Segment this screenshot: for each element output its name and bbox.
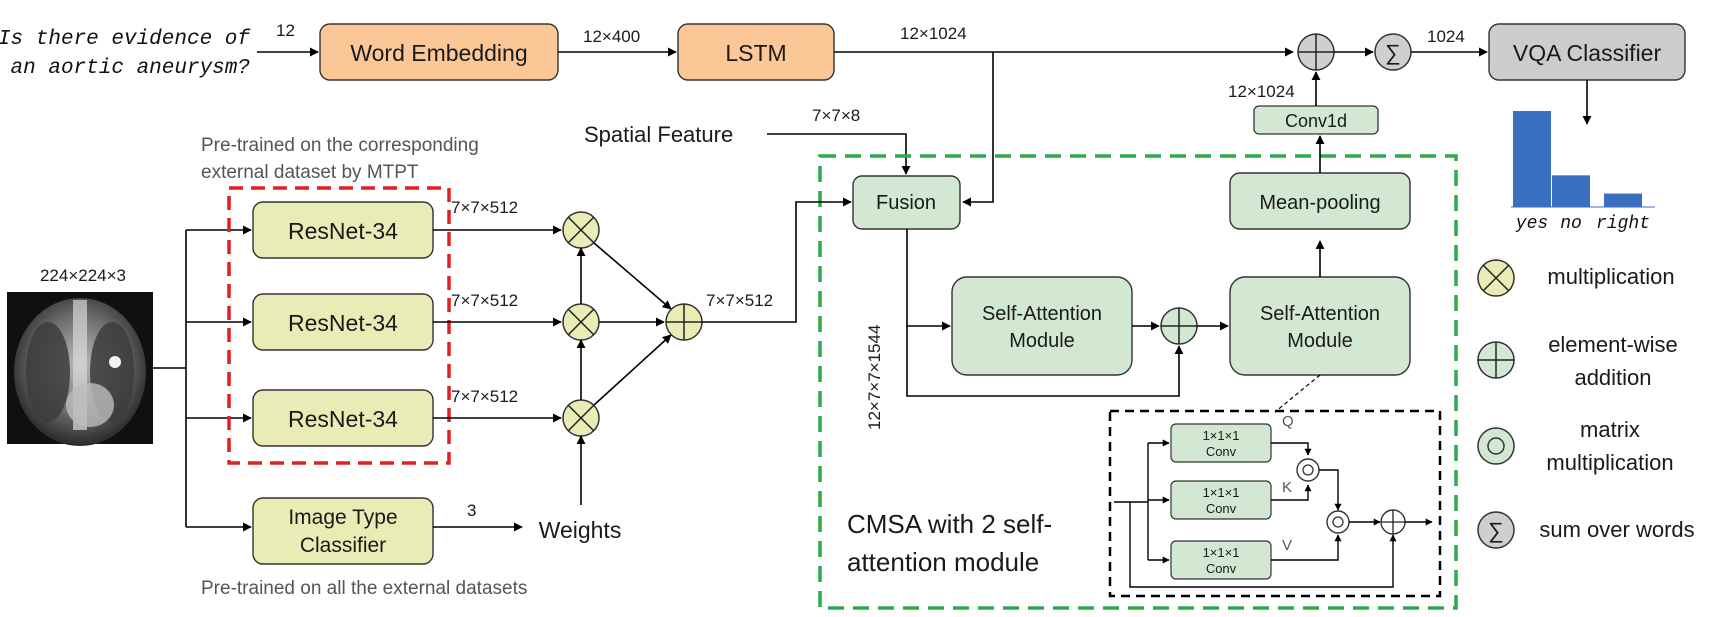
legend: multiplication element-wise addition mat… bbox=[1477, 259, 1695, 549]
detail-residual-line bbox=[1129, 502, 1397, 588]
legend-matmul-label-line2: multiplication bbox=[1546, 450, 1673, 475]
fusion-residual-arrow bbox=[906, 326, 1184, 397]
answer-bar-yes bbox=[1513, 111, 1551, 207]
legend-matmul-icon bbox=[1477, 427, 1515, 465]
image-type-label-line2: Classifier bbox=[300, 534, 386, 557]
lstm-label: LSTM bbox=[725, 40, 786, 66]
resnet-group-region bbox=[227, 186, 451, 465]
spatial-feature-label: Spatial Feature bbox=[584, 122, 733, 147]
visual-to-fusion-arrow bbox=[702, 197, 852, 323]
question-line-1: Is there evidence of bbox=[0, 28, 251, 51]
conv-q-label-2: Conv bbox=[1206, 444, 1237, 459]
legend-sum-label: sum over words bbox=[1539, 517, 1694, 542]
image-type-classifier-box bbox=[252, 497, 434, 565]
zoom-connector bbox=[1274, 374, 1321, 413]
cmsa-label-line1: CMSA with 2 self- bbox=[847, 509, 1052, 539]
self-attention-module-2 bbox=[1229, 276, 1411, 376]
matmul-icon-1 bbox=[1296, 458, 1320, 482]
self-attention-module-1 bbox=[951, 276, 1133, 376]
fusion-dim-label: 12×7×7×1544 bbox=[865, 325, 884, 430]
legend-addition-label-line1: element-wise bbox=[1548, 332, 1678, 357]
legend-multiplication-label: multiplication bbox=[1547, 264, 1674, 289]
multiply-icon-1 bbox=[562, 211, 600, 249]
embed-dim-label: 12×400 bbox=[583, 27, 640, 46]
chest-xray-image bbox=[7, 292, 153, 446]
question-length-label: 12 bbox=[276, 21, 295, 40]
v-label: V bbox=[1282, 537, 1292, 554]
self-attention-detail-box bbox=[1108, 409, 1442, 598]
conv1d-label: Conv1d bbox=[1285, 111, 1347, 131]
question-line-2: an aortic aneurysm? bbox=[11, 57, 250, 80]
cmsa-label-line2: attention module bbox=[847, 547, 1039, 577]
sa2-label-line1: Self-Attention bbox=[1260, 303, 1380, 325]
legend-matmul-label-line1: matrix bbox=[1580, 417, 1640, 442]
q-label: Q bbox=[1282, 413, 1294, 430]
resnet-label-3: ResNet-34 bbox=[288, 406, 398, 432]
resnet2-dim-label: 7×7×512 bbox=[451, 291, 518, 310]
fusion-label: Fusion bbox=[876, 192, 936, 214]
type-dim-label: 3 bbox=[467, 501, 476, 520]
pretrained-all-note: Pre-trained on all the external datasets bbox=[201, 578, 527, 599]
spatial-dim-label: 7×7×8 bbox=[812, 106, 860, 125]
resnet1-dim-label: 7×7×512 bbox=[451, 198, 518, 217]
mtpt-note-line1: Pre-trained on the corresponding bbox=[201, 135, 479, 156]
fusion-to-sa1-arrow bbox=[906, 229, 951, 331]
answer-bar-right bbox=[1604, 193, 1642, 207]
spatial-to-fusion-arrow bbox=[767, 133, 911, 175]
answer-bar-no bbox=[1552, 175, 1590, 207]
svg-text:∑: ∑ bbox=[1488, 518, 1504, 543]
answer-label-no: no bbox=[1560, 214, 1582, 234]
fused-visual-dim-label: 7×7×512 bbox=[706, 291, 773, 310]
answer-label-yes: yes bbox=[1515, 214, 1548, 234]
multiply-icon-3 bbox=[562, 399, 600, 437]
conv-v-label-1: 1×1×1 bbox=[1203, 545, 1240, 560]
multiply-icon-2 bbox=[562, 303, 600, 341]
sa2-label-line2: Module bbox=[1287, 330, 1353, 352]
lstm-to-fusion-arrow bbox=[962, 52, 994, 207]
mean-pooling-label: Mean-pooling bbox=[1259, 192, 1380, 214]
cmsa-region bbox=[818, 154, 1458, 610]
legend-addition-label-line2: addition bbox=[1574, 365, 1651, 390]
resnet-label-2: ResNet-34 bbox=[288, 310, 398, 336]
sa1-label-line1: Self-Attention bbox=[982, 303, 1102, 325]
mult3-to-add-arrow bbox=[593, 334, 672, 406]
resnet3-dim-label: 7×7×512 bbox=[451, 387, 518, 406]
answer-label-right: right bbox=[1596, 214, 1650, 234]
conv-v-label-2: Conv bbox=[1206, 561, 1237, 576]
legend-multiplication-icon bbox=[1477, 259, 1515, 297]
conv-k-label-1: 1×1×1 bbox=[1203, 485, 1240, 500]
conv-k-label-2: Conv bbox=[1206, 501, 1237, 516]
conv1d-dim-label: 12×1024 bbox=[1228, 82, 1295, 101]
k-label: K bbox=[1282, 479, 1292, 496]
lstm-dim-label: 12×1024 bbox=[900, 24, 967, 43]
image-type-label-line1: Image Type bbox=[288, 506, 397, 529]
weights-label: Weights bbox=[539, 517, 622, 543]
word-embedding-label: Word Embedding bbox=[350, 40, 527, 66]
image-size-label: 224×224×3 bbox=[40, 266, 126, 285]
mtpt-note-line2: external dataset by MTPT bbox=[201, 162, 419, 183]
svg-text:∑: ∑ bbox=[1385, 40, 1401, 65]
legend-sum-icon: ∑ bbox=[1477, 511, 1515, 549]
resnet-label-1: ResNet-34 bbox=[288, 218, 398, 244]
legend-addition-icon bbox=[1477, 341, 1515, 379]
matmul-icon-2 bbox=[1326, 510, 1350, 534]
sum-dim-label: 1024 bbox=[1427, 27, 1465, 46]
conv-q-label-1: 1×1×1 bbox=[1203, 428, 1240, 443]
answer-bars bbox=[1513, 111, 1642, 207]
mult1-to-add-arrow bbox=[593, 242, 672, 310]
vqa-classifier-label: VQA Classifier bbox=[1513, 40, 1662, 66]
sa1-label-line2: Module bbox=[1009, 330, 1075, 352]
